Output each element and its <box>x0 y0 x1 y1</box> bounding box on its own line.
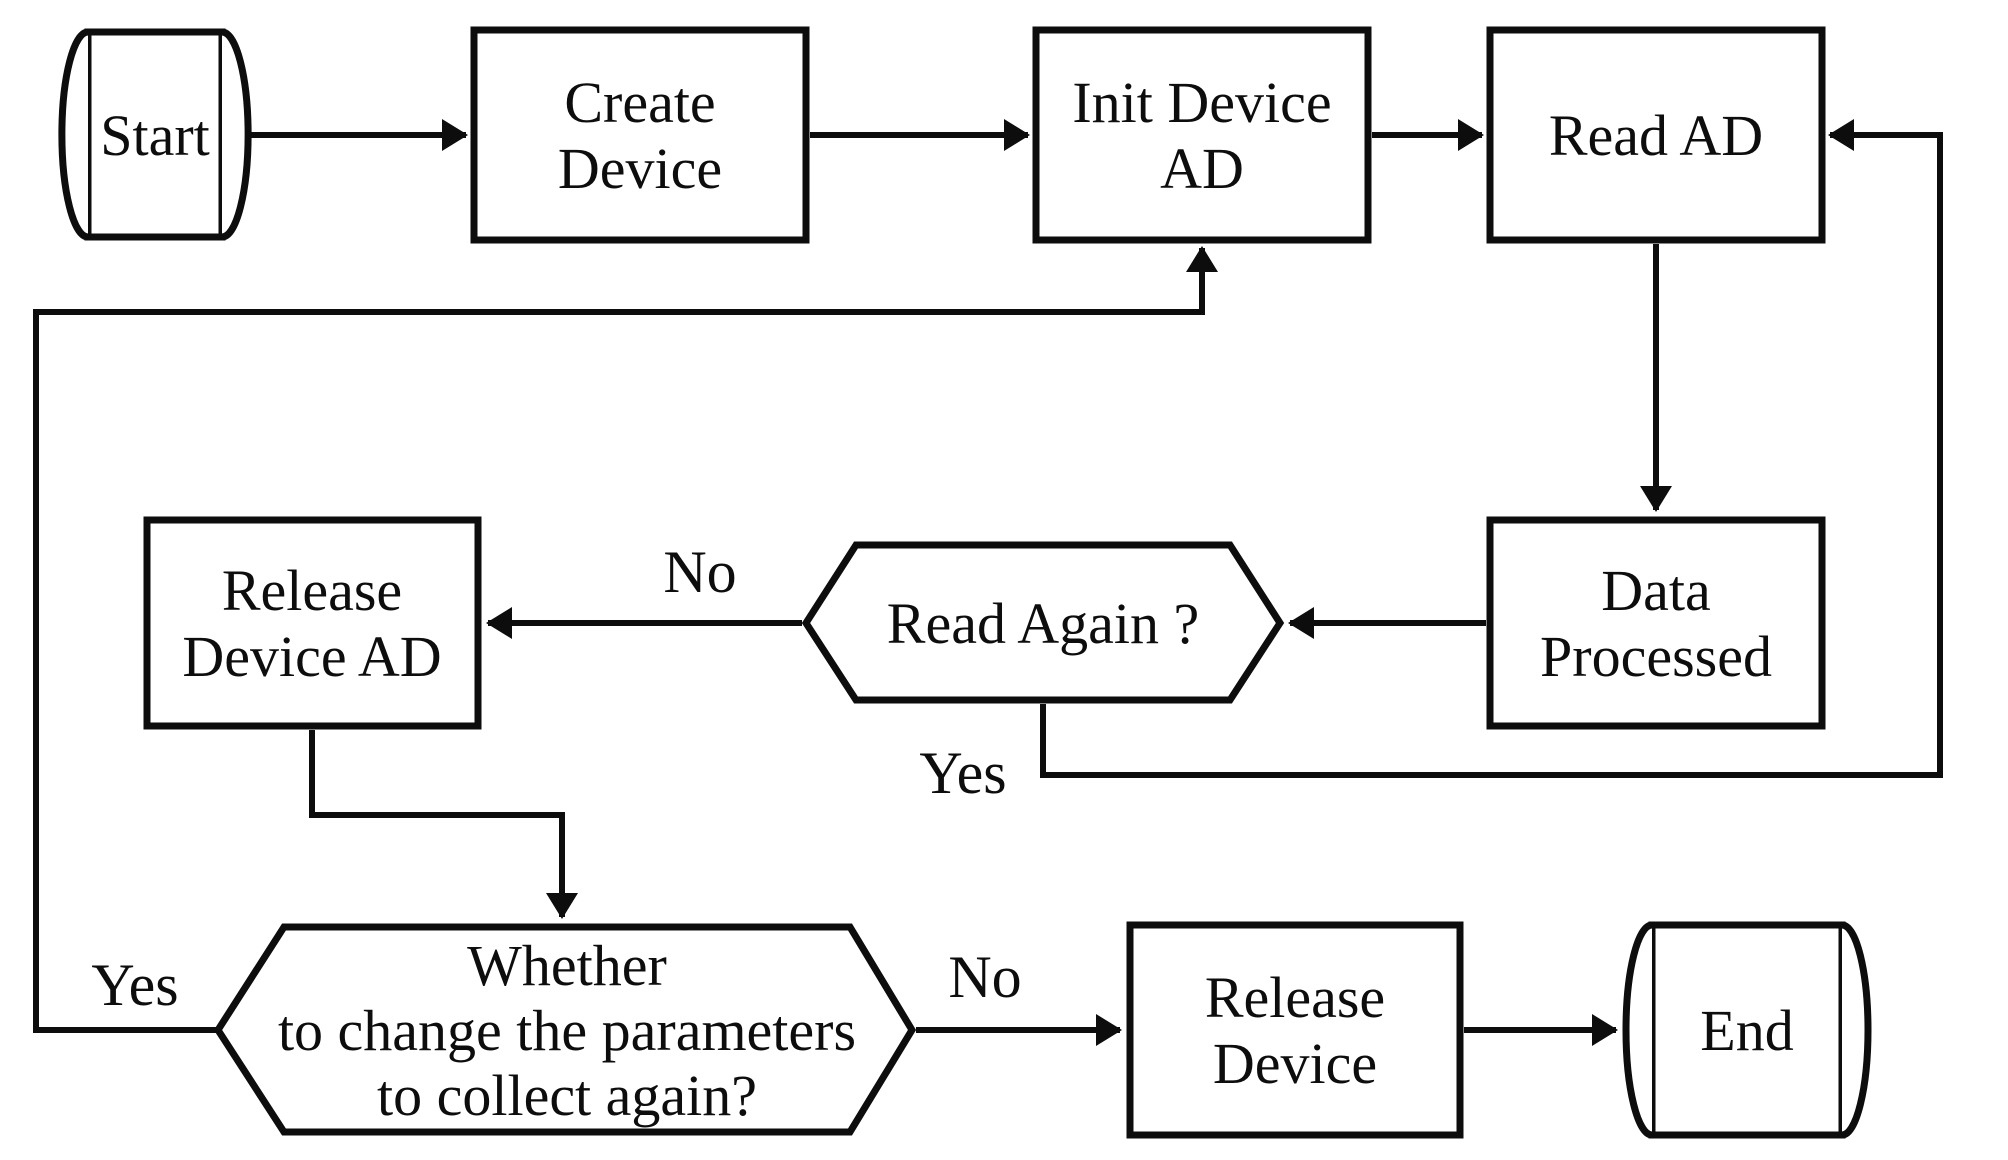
release-device-label-line2: Device <box>1213 1031 1377 1096</box>
init-device-ad-box <box>1032 26 1372 244</box>
edge-read-again-yes-to-read-ad <box>1040 119 1943 778</box>
release-device-ad-label-line1: Release <box>222 558 402 623</box>
init-device-ad-node: Init Device AD <box>1032 26 1372 244</box>
create-device-box <box>470 26 810 244</box>
start-shape-left-arc <box>58 28 89 241</box>
edge-label-whether-no: No <box>948 944 1021 1010</box>
edges <box>33 119 1943 1046</box>
start-node: Start <box>58 28 252 241</box>
data-processed-label-line2: Processed <box>1540 624 1772 689</box>
read-again-hexagon <box>801 541 1285 704</box>
edge-labels: No Yes Yes No <box>91 539 1021 1018</box>
release-device-ad-node: Release Device AD <box>143 516 482 730</box>
start-shape-right-arc <box>221 28 252 241</box>
end-shape-right-arc <box>1841 921 1872 1139</box>
data-processed-label-line1: Data <box>1601 558 1711 623</box>
read-again-node: Read Again ? <box>801 541 1285 704</box>
edge-label-read-again-no: No <box>663 539 736 605</box>
data-processed-box <box>1486 516 1826 730</box>
edge-release-device-ad-to-whether-change <box>309 730 578 919</box>
release-device-ad-label-line2: Device AD <box>182 624 441 689</box>
whether-change-label-line2: to change the parameters <box>278 998 856 1063</box>
end-label: End <box>1700 998 1793 1063</box>
edge-label-whether-yes: Yes <box>91 952 178 1018</box>
data-processed-node: Data Processed <box>1486 516 1826 730</box>
read-ad-node: Read AD <box>1486 26 1826 244</box>
release-device-label-line1: Release <box>1205 965 1385 1030</box>
create-device-label-line2: Device <box>558 136 722 201</box>
release-device-node: Release Device <box>1126 921 1464 1139</box>
create-device-node: Create Device <box>470 26 810 244</box>
end-node: End <box>1622 921 1872 1139</box>
init-device-ad-label-line2: AD <box>1160 136 1244 201</box>
edge-label-read-again-yes: Yes <box>919 740 1006 806</box>
init-device-ad-label-line1: Init Device <box>1072 70 1331 135</box>
end-shape-left-arc <box>1622 921 1653 1139</box>
end-shape-body <box>1648 921 1846 1139</box>
read-again-label: Read Again ? <box>887 591 1199 656</box>
read-ad-box <box>1486 26 1826 244</box>
whether-change-hexagon <box>213 923 917 1136</box>
whether-change-label-line3: to collect again? <box>377 1063 757 1128</box>
whether-change-node: Whether to change the parameters to coll… <box>213 923 917 1136</box>
whether-change-label-line1: Whether <box>467 933 667 998</box>
start-label: Start <box>100 103 210 168</box>
create-device-label-line1: Create <box>564 70 715 135</box>
release-device-ad-box <box>143 516 482 730</box>
edge-whether-change-yes-to-init-device-ad <box>33 246 1218 1033</box>
read-ad-label: Read AD <box>1549 103 1763 168</box>
release-device-box <box>1126 921 1464 1139</box>
